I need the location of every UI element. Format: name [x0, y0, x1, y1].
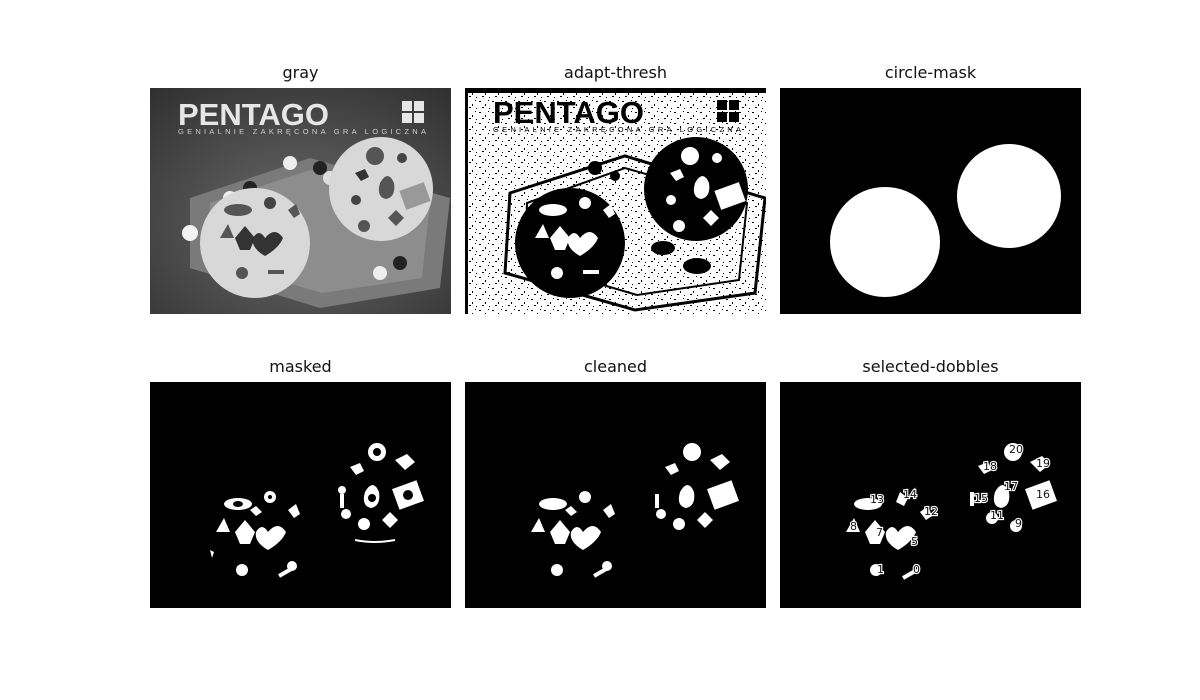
dobble-label: 5 [911, 535, 918, 548]
circle-mask-image [780, 88, 1081, 314]
panel-title: gray [282, 63, 319, 82]
brand-text: PENTAGO [178, 97, 329, 132]
dobble-label: 12 [924, 505, 938, 518]
adapt-thresh-image: PENTAGO GENIALNIE ZAKRĘCONA GRA LOGICZNA [465, 88, 766, 314]
panel-title: adapt-thresh [564, 63, 667, 82]
dobble-label: 19 [1036, 457, 1050, 470]
panel-title: circle-mask [884, 63, 977, 82]
dobble-label: 20 [1009, 443, 1023, 456]
dobble-label: 16 [1036, 488, 1050, 501]
dobble-label: 8 [850, 520, 857, 533]
selected-dobbles-image: 20 19 18 17 16 15 13 14 12 11 9 8 7 5 1 … [780, 382, 1081, 608]
dobble-label: 14 [903, 488, 917, 501]
tagline-text: GENIALNIE ZAKRĘCONA GRA LOGICZNA [493, 125, 741, 134]
dobble-label: 13 [870, 493, 884, 506]
dobble-label: 1 [877, 563, 884, 576]
masked-image [150, 382, 451, 608]
panel-title: cleaned [583, 357, 648, 376]
tagline-text: GENIALNIE ZAKRĘCONA GRA LOGICZNA [178, 127, 426, 136]
brand-text: PENTAGO [493, 95, 644, 130]
gray-image: PENTAGO GENIALNIE ZAKRĘCONA GRA LOGICZNA [150, 88, 451, 314]
dobble-label: 18 [983, 460, 997, 473]
panel-title: masked [269, 357, 332, 376]
panel-title: selected-dobbles [862, 357, 999, 376]
dobble-label: 0 [913, 563, 920, 576]
dobble-label: 9 [1015, 517, 1022, 530]
mask-circle-right [957, 144, 1061, 248]
cleaned-image [465, 382, 766, 608]
dobble-label: 15 [974, 492, 988, 505]
mask-circle-left [830, 187, 940, 297]
dobble-label: 11 [990, 509, 1004, 522]
dobble-label: 7 [876, 526, 883, 539]
dobble-label: 17 [1004, 480, 1018, 493]
